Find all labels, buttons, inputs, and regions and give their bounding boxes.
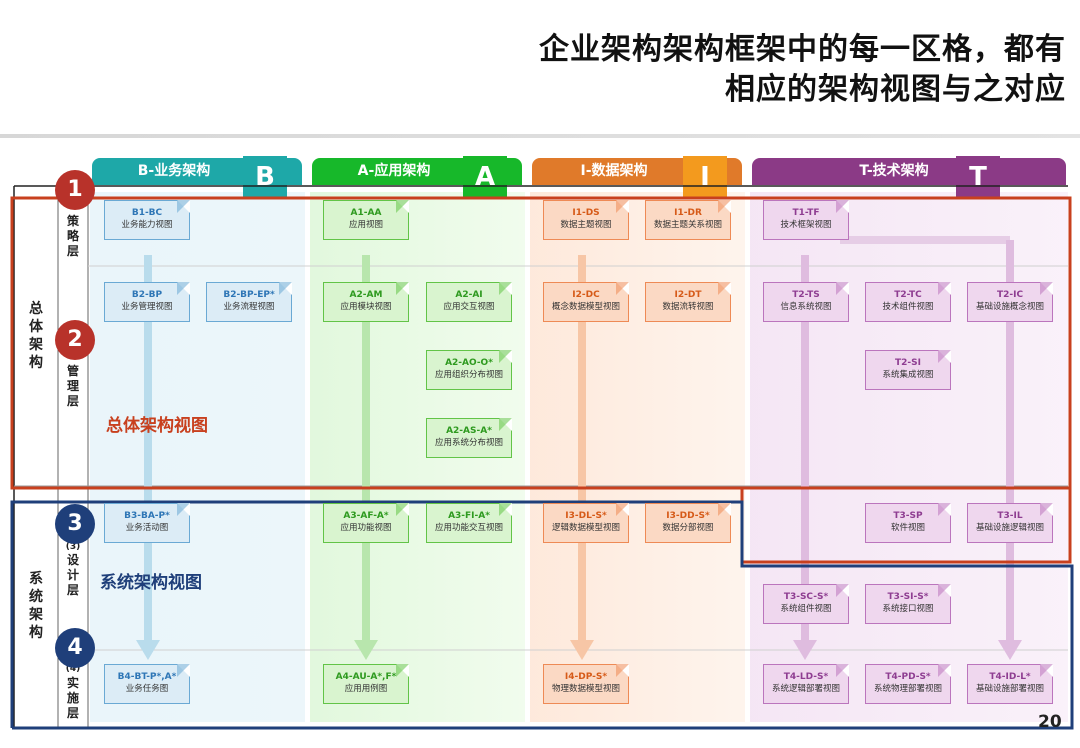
card-folded-corner-shade (396, 503, 409, 516)
layer-prefix-implementation: (4) (65, 664, 81, 674)
layer-label-strategy: 策略层 (66, 214, 79, 258)
number-circle-2: 2 (55, 320, 95, 360)
card-folded-corner-shade (1040, 282, 1053, 295)
side-label-overall: 总体架构 (29, 301, 43, 371)
card-folded-corner-shade (616, 664, 629, 677)
layer-label-management: 管理层 (66, 364, 79, 408)
region-label-system: 系统架构视图 (100, 573, 202, 593)
title-line-1: 企业架构架构框架中的每一区格，都有 (539, 32, 1066, 67)
card-folded-corner-shade (177, 200, 190, 213)
system-frame (10, 500, 1074, 730)
layer-label-design: 设计层 (66, 553, 79, 597)
band-business (90, 192, 305, 722)
card-folded-corner-shade (836, 200, 849, 213)
band-data (530, 192, 745, 722)
card-folded-corner-shade (279, 282, 292, 295)
number-circle-1: 1 (55, 170, 95, 210)
card-folded-corner-shade (836, 282, 849, 295)
card-folded-corner-shade (938, 350, 951, 363)
card-folded-corner-shade (1040, 664, 1053, 677)
view-card-b3-ba[interactable]: B3-BA-P*业务活动图 (104, 503, 190, 543)
card-folded-corner-shade (836, 664, 849, 677)
number-circle-4: 4 (55, 628, 95, 668)
number-circle-3: 3 (55, 504, 95, 544)
letter-box-i: I (683, 156, 727, 198)
page-title: 企业架构架构框架中的每一区格，都有 相应的架构视图与之对应 (539, 30, 1066, 110)
card-folded-corner-shade (616, 282, 629, 295)
card-folded-corner-shade (836, 584, 849, 597)
page-number: 20 (1038, 712, 1062, 732)
view-card-a2-as[interactable]: A2-AS-A*应用系统分布视图 (426, 418, 512, 458)
layer-prefix-design: (3) (65, 542, 81, 552)
letter-box-b: B (243, 156, 287, 198)
region-label-overall: 总体架构视图 (106, 416, 208, 436)
card-folded-corner-shade (177, 503, 190, 516)
letter-box-a: A (463, 156, 507, 198)
card-folded-corner-shade (718, 200, 731, 213)
overall-frame (10, 196, 1072, 490)
column-header-technology: T-技术架构 (752, 158, 1066, 185)
card-folded-corner-shade (499, 350, 512, 363)
card-folded-corner-shade (1040, 503, 1053, 516)
view-card-a2-ao[interactable]: A2-AO-O*应用组织分布视图 (426, 350, 512, 390)
view-card-i4-dp[interactable]: I4-DP-S*物理数据模型视图 (543, 664, 629, 704)
view-card-t3-si[interactable]: T3-SI-S*系统接口视图 (865, 584, 951, 624)
view-card-t4-pd[interactable]: T4-PD-S*系统物理部署视图 (865, 664, 951, 704)
view-card-i3-dd[interactable]: I3-DD-S*数据分部视图 (645, 503, 731, 543)
view-card-a3-fi[interactable]: A3-FI-A*应用功能交互视图 (426, 503, 512, 543)
layer-label-implementation: 实施层 (66, 676, 79, 720)
view-card-t4-ld[interactable]: T4-LD-S*系统逻辑部署视图 (763, 664, 849, 704)
card-folded-corner-shade (616, 503, 629, 516)
card-folded-corner-shade (718, 282, 731, 295)
card-folded-corner-shade (396, 664, 409, 677)
card-folded-corner-shade (938, 664, 951, 677)
card-folded-corner-shade (938, 282, 951, 295)
card-folded-corner-shade (177, 664, 190, 677)
card-folded-corner-shade (396, 200, 409, 213)
title-divider (0, 134, 1080, 138)
card-folded-corner-shade (396, 282, 409, 295)
card-folded-corner-shade (938, 503, 951, 516)
card-folded-corner-shade (499, 503, 512, 516)
letter-box-t: T (956, 156, 1000, 198)
card-folded-corner-shade (499, 282, 512, 295)
view-card-t4-id[interactable]: T4-ID-L*基础设施部署视图 (967, 664, 1053, 704)
title-line-2: 相应的架构视图与之对应 (725, 72, 1066, 107)
card-folded-corner-shade (718, 503, 731, 516)
view-card-a3-af[interactable]: A3-AF-A*应用功能视图 (323, 503, 409, 543)
card-folded-corner-shade (499, 418, 512, 431)
side-label-system: 系统架构 (29, 571, 43, 641)
view-card-i3-dl[interactable]: I3-DL-S*逻辑数据模型视图 (543, 503, 629, 543)
view-card-b2-bp-ep[interactable]: B2-BP-EP*业务流程视图 (206, 282, 292, 322)
card-folded-corner-shade (616, 200, 629, 213)
view-card-b4-bt[interactable]: B4-BT-P*,A*业务任务图 (104, 664, 190, 704)
view-card-a4-au[interactable]: A4-AU-A*,F*应用用例图 (323, 664, 409, 704)
card-folded-corner-shade (938, 584, 951, 597)
view-card-t3-sc[interactable]: T3-SC-S*系统组件视图 (763, 584, 849, 624)
card-folded-corner-shade (177, 282, 190, 295)
